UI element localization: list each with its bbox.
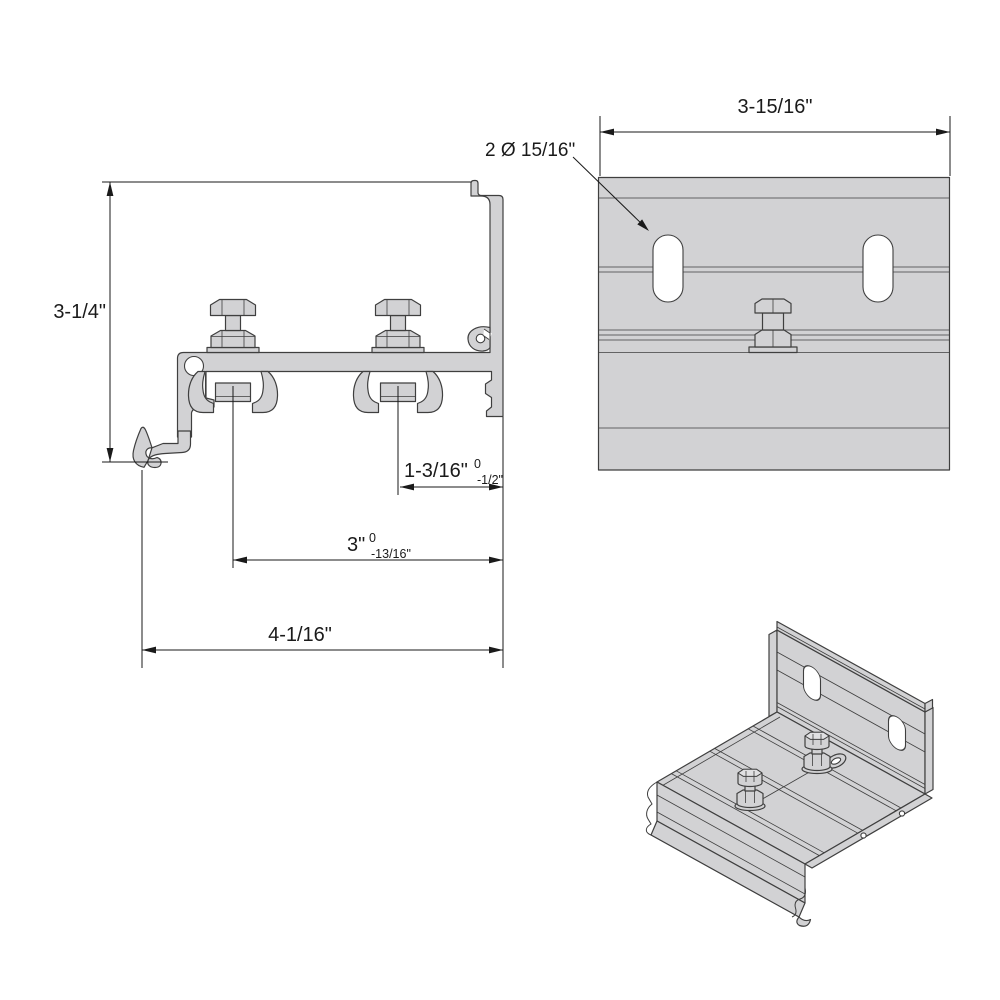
iso-lip-left-profile xyxy=(645,781,658,836)
dimension-plate-width: 3-15/16" xyxy=(600,96,950,136)
iso-slot-left xyxy=(802,665,822,701)
hex-nut xyxy=(736,789,764,809)
dimension-edge-offset: 1-3/16" 0 -1/2" xyxy=(400,457,503,491)
slot-callout: 2 Ø 15/16" xyxy=(485,140,649,231)
iso-bolt-front xyxy=(734,768,766,812)
dim-bolt-spacing-tol-upper: 0 xyxy=(369,531,376,545)
dim-plate-width-label: 3-15/16" xyxy=(738,96,813,118)
front-view: 3-15/16" 2 Ø 15/16" xyxy=(485,96,951,471)
washer xyxy=(206,346,260,354)
dim-edge-offset-label: 1-3/16" xyxy=(404,460,468,482)
dim-edge-offset-tol-lower: -1/2" xyxy=(477,473,503,487)
iso-slot-right xyxy=(887,715,907,751)
bolt-assembly-front xyxy=(748,298,798,354)
wall-clip-curl xyxy=(467,326,492,353)
bolt-shaft xyxy=(224,314,242,332)
iso-plate-grooves xyxy=(776,651,926,789)
isometric-view xyxy=(645,620,934,927)
slot-callout-label: 2 Ø 15/16" xyxy=(485,140,575,161)
dim-bolt-spacing-tol-lower: -13/16" xyxy=(371,547,411,561)
t-slot-channel-left xyxy=(187,370,279,414)
iso-bolt-back xyxy=(801,731,833,775)
dim-height-label: 3-1/4" xyxy=(53,301,106,323)
bolt-shaft xyxy=(389,314,407,332)
washer xyxy=(748,346,798,354)
hex-head-top xyxy=(737,768,763,777)
hex-head xyxy=(209,298,257,317)
hex-nut xyxy=(375,329,421,349)
dim-bolt-spacing-label: 3" xyxy=(347,534,365,556)
hex-nut xyxy=(210,329,256,349)
iso-lip-right-profile xyxy=(791,887,806,918)
mounting-slot-left xyxy=(652,234,684,303)
iso-plate-right-end xyxy=(924,706,934,795)
dimension-bolt-spacing: 3" 0 -13/16" xyxy=(233,531,503,564)
bottom-hook-lip xyxy=(132,426,192,469)
iso-plate-left-end xyxy=(768,629,778,718)
bolt-assembly-right xyxy=(371,298,425,354)
bolt-shaft xyxy=(761,312,785,331)
profile-outline xyxy=(176,179,504,438)
iso-wing-clip xyxy=(825,753,847,769)
hex-nut xyxy=(803,752,831,772)
iso-top-ridge-end xyxy=(924,698,934,713)
washer xyxy=(371,346,425,354)
hex-head xyxy=(374,298,422,317)
iso-lip-curl-tip xyxy=(796,916,812,927)
hex-head-top xyxy=(804,731,830,740)
dimension-height: 3-1/4" xyxy=(53,182,114,462)
bolt-assembly-left xyxy=(206,298,260,354)
dim-overall-width-label: 4-1/16" xyxy=(268,624,332,646)
dimension-overall-width: 4-1/16" xyxy=(142,624,503,654)
mounting-slot-right xyxy=(862,234,894,303)
dim-edge-offset-tol-upper: 0 xyxy=(474,457,481,471)
cross-section-view: 3-1/4" 1-3/16" 0 -1/2" 3" 0 -13/16" 4-1/… xyxy=(53,116,951,668)
extension-lines xyxy=(102,116,951,668)
